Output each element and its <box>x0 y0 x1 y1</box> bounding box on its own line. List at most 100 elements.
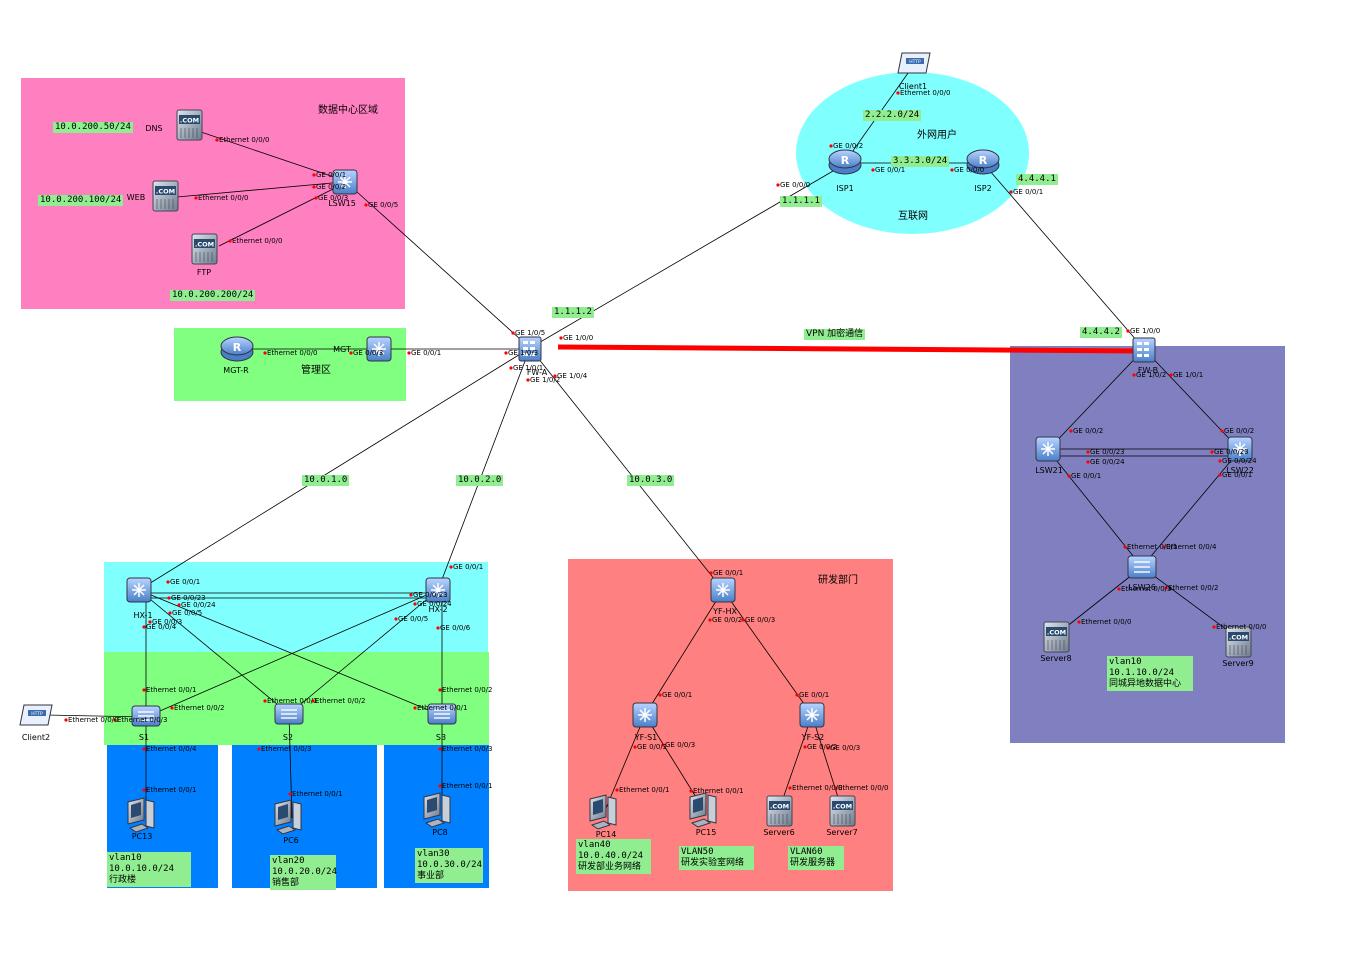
link-yfs2-server6 <box>778 714 813 811</box>
port-dot <box>148 620 152 624</box>
port-label: GE 0/0/2 <box>833 142 864 150</box>
port-label: GE 0/0/3 <box>318 194 349 202</box>
core3-net-tag: 10.0.3.0 <box>627 475 675 486</box>
isp2-label: ISP2 <box>974 184 992 193</box>
port-dot <box>314 196 318 200</box>
port-dot <box>263 699 267 703</box>
port-dot <box>177 603 181 607</box>
svg-text:R: R <box>841 154 850 167</box>
port-dot <box>709 571 713 575</box>
hx1-label: HX-1 <box>133 611 153 620</box>
pc14-icon <box>589 794 617 830</box>
lsw22-switch-icon <box>1227 436 1253 462</box>
svg-text:.COM: .COM <box>1047 629 1066 637</box>
port-label: GE 0/0/3 <box>745 616 776 624</box>
yf-s1-switch-icon <box>632 702 658 728</box>
client1-http-icon: HTTP <box>897 52 931 74</box>
port-dot <box>1126 329 1130 333</box>
port-label: Ethernet 0/0/2 <box>442 686 493 694</box>
port-label: GE 1/0/5 <box>515 329 546 337</box>
port-dot <box>689 789 693 793</box>
link-lsw22-lswr <box>1141 449 1241 568</box>
port-dots <box>64 91 1224 796</box>
port-dot <box>142 688 146 692</box>
port-dot <box>871 168 875 172</box>
port-label: GE 0/0/1 <box>1013 188 1044 196</box>
server9-icon: .COM <box>1225 626 1252 658</box>
port-dot <box>215 138 219 142</box>
lsw15-switch-icon <box>332 169 358 195</box>
server7-label: Server7 <box>826 828 858 837</box>
pc13-icon <box>127 797 155 833</box>
port-dot <box>409 593 413 597</box>
port-dot <box>438 688 442 692</box>
ftp-server-icon: .COM <box>191 233 218 265</box>
server6-icon: .COM <box>766 795 793 827</box>
port-label: Ethernet 0/0/2 <box>1168 584 1219 592</box>
port-dot <box>407 351 411 355</box>
hx2-switch-icon <box>425 577 451 603</box>
port-label: GE 0/0/2 <box>1073 427 1104 435</box>
port-dot <box>449 565 453 569</box>
link-yfs1-pc15 <box>644 714 705 811</box>
port-label: GE 1/0/2 <box>1136 371 1167 379</box>
port-label: Ethernet 0/0/3 <box>117 716 168 724</box>
isp1-label: ISP1 <box>836 184 854 193</box>
port-dot <box>511 331 515 335</box>
port-label: Ethernet 0/0/0 <box>792 784 843 792</box>
port-dot <box>633 745 637 749</box>
port-label: GE 0/0/2 <box>712 616 743 624</box>
link-client2-s1 <box>45 714 147 718</box>
mgmt-zone-title: 管理区 <box>301 365 331 376</box>
core2-net-tag: 10.0.2.0 <box>456 475 504 486</box>
core-zone <box>104 562 488 652</box>
link-web-lsw15 <box>176 181 344 198</box>
web-label: WEB <box>126 193 146 202</box>
lsw-remote-switch-icon <box>1127 555 1157 579</box>
port-label: GE 1/0/1 <box>513 364 544 372</box>
port-label: Ethernet 0/0/0 <box>1216 623 1267 631</box>
port-label: GE 0/0/1 <box>713 569 744 577</box>
port-label: GE 0/0/1 <box>453 563 484 571</box>
core1-net-tag: 10.0.1.0 <box>302 475 350 486</box>
port-dot <box>1086 450 1090 454</box>
port-label: Ethernet 0/0/1 <box>146 786 197 794</box>
port-dot <box>349 351 353 355</box>
port-dot <box>1009 190 1013 194</box>
port-dot <box>167 596 171 600</box>
port-dot <box>950 168 954 172</box>
port-label: Ethernet 0/0/3 <box>442 745 493 753</box>
link-fwb-lsw21 <box>1047 348 1145 451</box>
port-label: GE 1/0/4 <box>557 372 588 380</box>
port-dot <box>1067 474 1071 478</box>
port-label: GE 0/0/1 <box>316 171 347 179</box>
web-server-icon: .COM <box>152 180 179 212</box>
link-yfs1-pc14 <box>603 714 646 814</box>
dns-ip-tag: 10.0.200.50/24 <box>53 122 133 133</box>
port-label: Ethernet 0/0/2 <box>174 704 225 712</box>
port-dot <box>263 351 267 355</box>
port-dot <box>795 693 799 697</box>
port-label: GE 1/0/1 <box>1173 371 1204 379</box>
mgt-label: MGT <box>333 345 351 354</box>
link-fwa-yfhx <box>529 347 724 591</box>
client2-label: Client2 <box>21 733 51 742</box>
vlan30-info: vlan30 10.0.30.0/24 事业部 <box>415 848 483 883</box>
yf-hx-switch-icon <box>710 577 736 603</box>
pc6-icon <box>274 799 302 835</box>
port-label: GE 0/0/6 <box>440 624 471 632</box>
port-label: Ethernet 0/0/3 <box>261 745 312 753</box>
dns-server-icon: .COM <box>176 109 203 141</box>
port-dot <box>1123 545 1127 549</box>
link-hx2-s2 <box>288 589 439 715</box>
pc6-label: PC6 <box>283 836 299 845</box>
port-label: Ethernet 0/0/1 <box>292 790 343 798</box>
port-label: GE 0/0/23 <box>1214 448 1249 456</box>
port-dot <box>741 618 745 622</box>
port-label: GE 0/0/2 <box>316 183 347 191</box>
port-label: GE 0/0/1 <box>875 166 906 174</box>
pc8-icon <box>423 792 451 828</box>
port-dot <box>559 336 563 340</box>
rd-zone-title: 研发部门 <box>818 575 858 586</box>
